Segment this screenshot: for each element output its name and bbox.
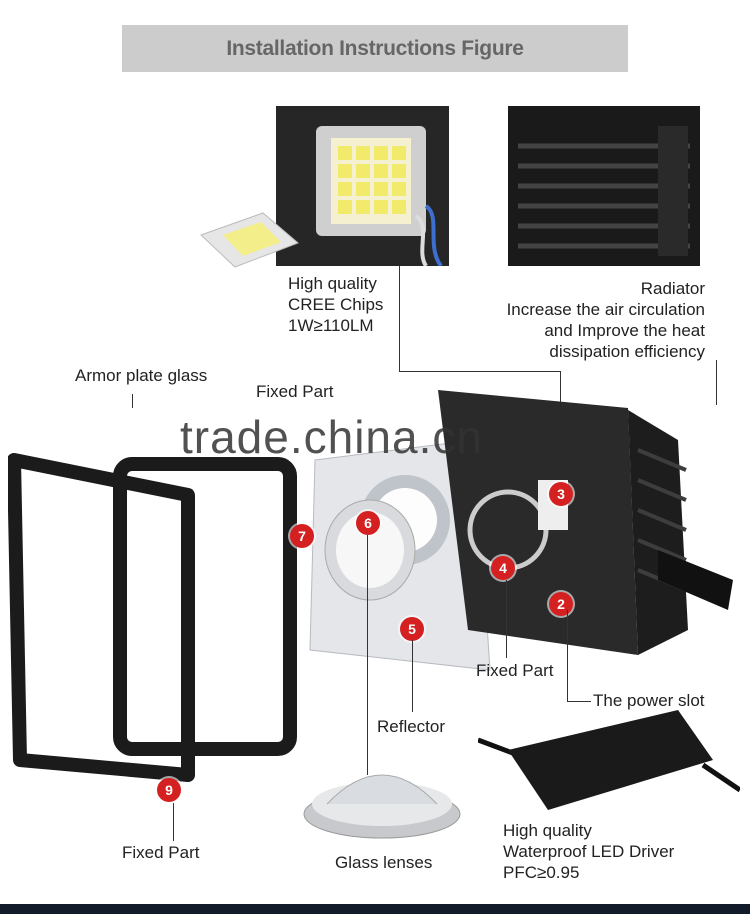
armor-frames — [8, 453, 297, 782]
glass-lens — [303, 774, 461, 839]
radiator-label-line3: dissipation efficiency — [549, 342, 705, 361]
fixed-bottom-line — [173, 803, 174, 841]
fixed-part-bottom-label: Fixed Part — [122, 843, 200, 862]
radiator-label: Radiator Increase the air circulation an… — [507, 278, 705, 362]
chip-illustration — [276, 106, 449, 266]
badge-9: 9 — [157, 778, 181, 802]
chip-connector-line — [399, 266, 400, 372]
radiator-connector-line — [716, 360, 717, 405]
radiator-label-title: Radiator — [640, 279, 705, 298]
title-bar: Installation Instructions Figure — [122, 25, 628, 72]
chip-photo — [276, 106, 449, 266]
radiator-label-line2: and Improve the heat — [544, 321, 705, 340]
badge-3: 3 — [549, 482, 573, 506]
chip-connector-line-down — [560, 371, 561, 411]
glass-lenses-label: Glass lenses — [335, 853, 433, 872]
watermark-text: trade.china.cn — [180, 411, 483, 463]
fixed-part-mid-label: Fixed Part — [476, 661, 554, 680]
badge-5: 5 — [400, 617, 424, 641]
power-slot-line-h — [567, 701, 591, 702]
radiator-illustration — [508, 106, 700, 266]
badge-6: 6 — [356, 511, 380, 535]
chips-label-line1: High quality — [288, 274, 377, 293]
page-title: Installation Instructions Figure — [226, 36, 524, 60]
radiator-label-line1: Increase the air circulation — [506, 300, 705, 319]
reflector-line — [412, 640, 413, 712]
chips-label-line3: 1W≥110LM — [288, 316, 374, 335]
driver-label-line3: PFC≥0.95 — [503, 863, 580, 882]
bottom-bar — [0, 904, 750, 914]
badge-4: 4 — [491, 556, 515, 580]
reflector-label: Reflector — [377, 717, 446, 736]
radiator-photo — [508, 106, 700, 266]
driver-label: High quality Waterproof LED Driver PFC≥0… — [503, 820, 674, 883]
chips-label: High quality CREE Chips 1W≥110LM — [288, 273, 383, 336]
armor-plate-label: Armor plate glass — [75, 366, 208, 385]
chips-label-line2: CREE Chips — [288, 295, 384, 314]
lens-line — [367, 535, 368, 775]
power-slot-line — [567, 610, 568, 702]
led-driver — [478, 710, 740, 810]
chip-connector-line-h — [399, 371, 560, 372]
badge-7: 7 — [290, 524, 314, 548]
reflector-plate — [309, 440, 491, 671]
driver-label-line1: High quality — [503, 821, 592, 840]
fixed-mid-line — [506, 580, 507, 658]
housing-body — [438, 390, 733, 655]
badge-2: 2 — [549, 592, 573, 616]
armor-connector-line — [132, 394, 133, 408]
small-chip-icon — [200, 212, 299, 268]
fixed-part-top-label: Fixed Part — [256, 382, 334, 401]
driver-label-line2: Waterproof LED Driver — [503, 842, 675, 861]
power-slot-label: The power slot — [593, 691, 705, 710]
